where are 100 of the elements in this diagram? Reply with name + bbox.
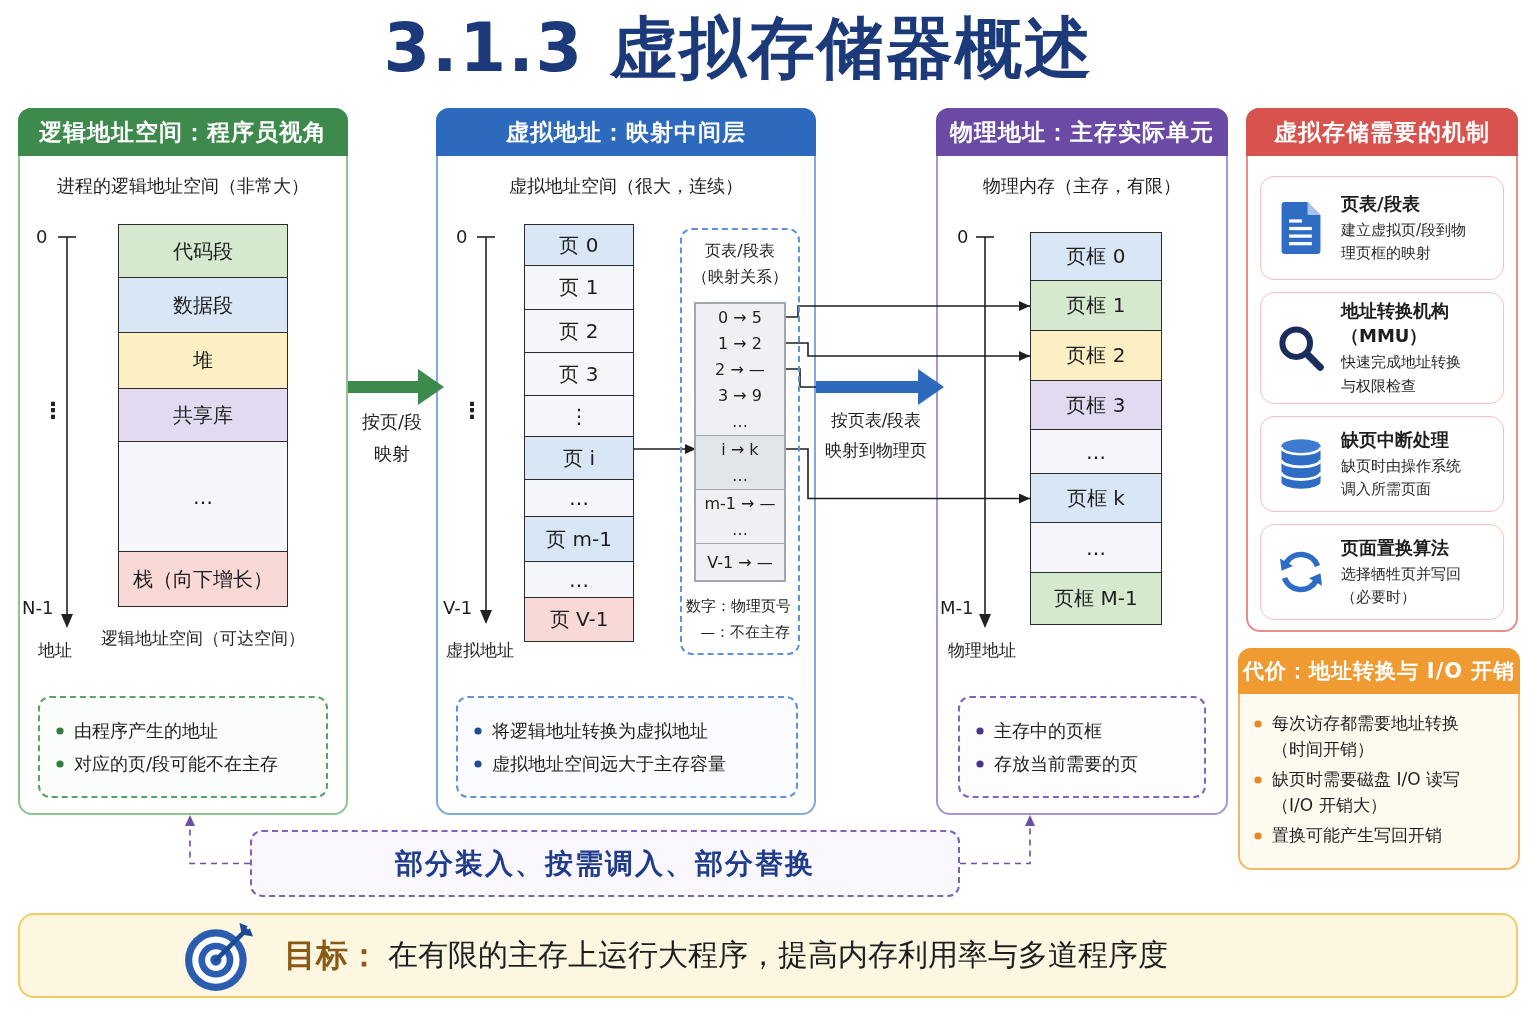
mapping-entry: …: [696, 462, 784, 490]
bullet-text: 存放当前需要的页: [994, 752, 1138, 776]
page-frame: …: [1030, 430, 1162, 474]
panel-heading: 物理地址：主存实际单元: [936, 108, 1228, 156]
key-note: 数字：物理页号: [686, 596, 791, 616]
arrow: [783, 448, 1031, 504]
axis-label: ⋮: [461, 398, 483, 425]
card-title: 页面置换算法: [1341, 535, 1449, 560]
key-note: —：不在主存: [700, 622, 790, 642]
mapping-entry: 1 → 2: [696, 330, 784, 356]
mapping-entry: V-1 → —: [696, 544, 784, 580]
bullet-text: 缺页时需要磁盘 I/O 读写（I/O 开销大）: [1272, 768, 1461, 817]
arrow: [816, 369, 944, 405]
arrow: [348, 369, 444, 405]
memory-segment: 共享库: [118, 389, 288, 442]
note-box: [38, 696, 328, 798]
virtual-page: ⋮: [524, 396, 634, 437]
goal-banner: [18, 913, 1518, 998]
panel-heading: 代价：地址转换与 I/O 开销: [1238, 648, 1520, 694]
arrow: [783, 301, 1031, 318]
note-box: [958, 696, 1206, 798]
card-description: 快速完成地址转换与权限检查: [1341, 352, 1462, 397]
bullet-text: 置换可能产生写回开销: [1272, 824, 1442, 847]
virtual-page: 页 i: [524, 437, 634, 480]
virtual-page: …: [524, 480, 634, 517]
page-table: [694, 302, 786, 582]
page-frame: …: [1030, 523, 1162, 573]
axis-label: N-1: [22, 597, 54, 619]
panel-heading: 逻辑地址空间：程序员视角: [18, 108, 348, 156]
virtual-page: 页 V-1: [524, 598, 634, 642]
mapping-entry: 2 → —: [696, 356, 784, 382]
virtual-page: 页 m-1: [524, 517, 634, 562]
bullet-text: 每次访存都需要地址转换（时间开销）: [1272, 712, 1460, 761]
page-frame: 页框 k: [1030, 474, 1162, 523]
mechanism-card: [1260, 524, 1504, 620]
page-frame: 页框 0: [1030, 232, 1162, 281]
table-title: 页表/段表（映射关系）: [691, 240, 789, 288]
axis-label: 0: [957, 226, 969, 248]
panel: [18, 108, 348, 815]
memory-segment: …: [118, 442, 288, 552]
caption: 逻辑地址空间（可达空间）: [101, 628, 305, 649]
virtual-page: 页 0: [524, 224, 634, 266]
bullet-text: 将逻辑地址转换为虚拟地址: [492, 719, 708, 743]
connector-line: [783, 368, 817, 388]
note-box: [456, 696, 798, 798]
mapping-entry: m-1 → —: [696, 490, 784, 516]
summary-banner: 部分装入、按需调入、部分替换: [250, 830, 960, 897]
axis-label: ⋮: [42, 398, 64, 425]
card-description: 选择牺牲页并写回（必要时）: [1341, 563, 1462, 609]
virtual-page: 页 3: [524, 353, 634, 396]
panel: [936, 108, 1228, 815]
panel: [1238, 648, 1520, 870]
card-title: 页表/段表: [1341, 191, 1420, 216]
mapping-panel: [680, 228, 800, 655]
panel: [436, 108, 816, 815]
virtual-page: 页 2: [524, 310, 634, 353]
bullet-text: 虚拟地址空间远大于主存容量: [492, 752, 726, 776]
page-frame: 页框 3: [1030, 381, 1162, 430]
arrow: [783, 342, 1031, 361]
page-frame: 页框 2: [1030, 331, 1162, 381]
virtual-page: …: [524, 562, 634, 598]
mapping-entry: 0 → 5: [696, 304, 784, 330]
page-frame: 页框 M-1: [1030, 573, 1162, 625]
axis-label: 地址: [38, 640, 72, 661]
mapping-entry: …: [696, 516, 784, 544]
mechanism-card: [1260, 416, 1504, 512]
mapping-entry: 3 → 9: [696, 382, 784, 408]
page-frame: 页框 1: [1030, 281, 1162, 331]
mechanism-card: [1260, 292, 1504, 404]
subtitle: 进程的逻辑地址空间（非常大）: [57, 175, 309, 197]
memory-segment: 栈（向下增长）: [118, 552, 288, 607]
subtitle: 虚拟地址空间（很大，连续）: [509, 175, 743, 197]
mapping-entry: i → k: [696, 436, 784, 462]
card-description: 建立虚拟页/段到物理页框的映射: [1341, 219, 1468, 265]
axis-label: 0: [36, 226, 48, 248]
bullet-text: 对应的页/段可能不在主存: [74, 752, 279, 776]
subtitle: 物理内存（主存，有限）: [983, 175, 1181, 197]
dashed-arrow: [959, 814, 1035, 865]
mechanism-card: [1260, 176, 1504, 280]
panel-heading: 虚拟存储需要的机制: [1246, 108, 1518, 156]
virtual-page: 页 1: [524, 266, 634, 310]
dashed-arrow: [185, 814, 251, 865]
memory-segment: 数据段: [118, 278, 288, 333]
goal-label: 目标：: [284, 934, 380, 976]
bullet-text: 由程序产生的地址: [74, 719, 218, 743]
bullet-text: 主存中的页框: [994, 719, 1102, 743]
axis-label: 0: [456, 226, 468, 248]
axis-label: 虚拟地址: [446, 640, 514, 661]
panel-heading: 虚拟地址：映射中间层: [436, 108, 816, 156]
axis-label: V-1: [443, 597, 473, 619]
panel: [1246, 108, 1518, 632]
goal-text: 在有限的主存上运行大程序，提高内存利用率与多道程序度: [388, 936, 1168, 974]
card-description: 缺页时由操作系统调入所需页面: [1341, 455, 1462, 501]
axis-label: 物理地址: [948, 640, 1016, 661]
arrow: [633, 444, 697, 454]
card-title: 地址转换机构（MMU）: [1341, 299, 1450, 349]
memory-segment: 代码段: [118, 224, 288, 278]
memory-segment: 堆: [118, 333, 288, 389]
axis-label: M-1: [940, 597, 974, 619]
card-title: 缺页中断处理: [1341, 427, 1449, 452]
